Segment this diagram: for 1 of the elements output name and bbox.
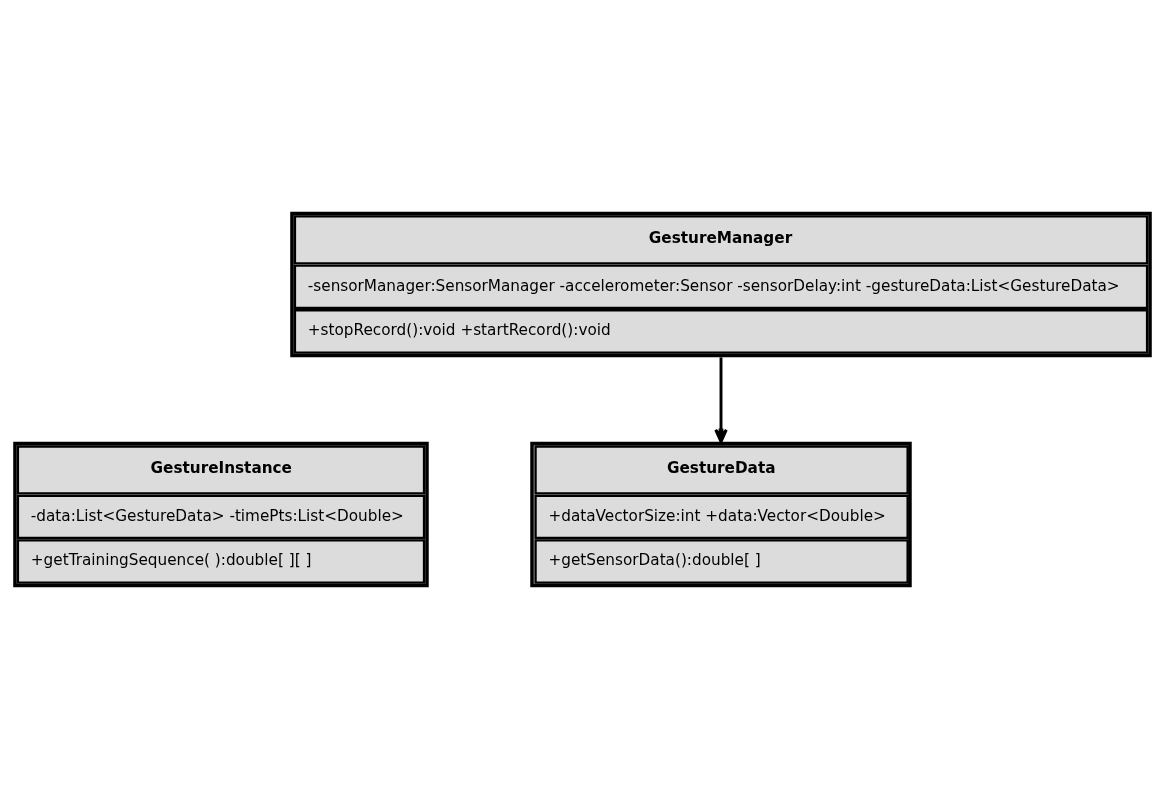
arrow bbox=[714, 356, 728, 443]
